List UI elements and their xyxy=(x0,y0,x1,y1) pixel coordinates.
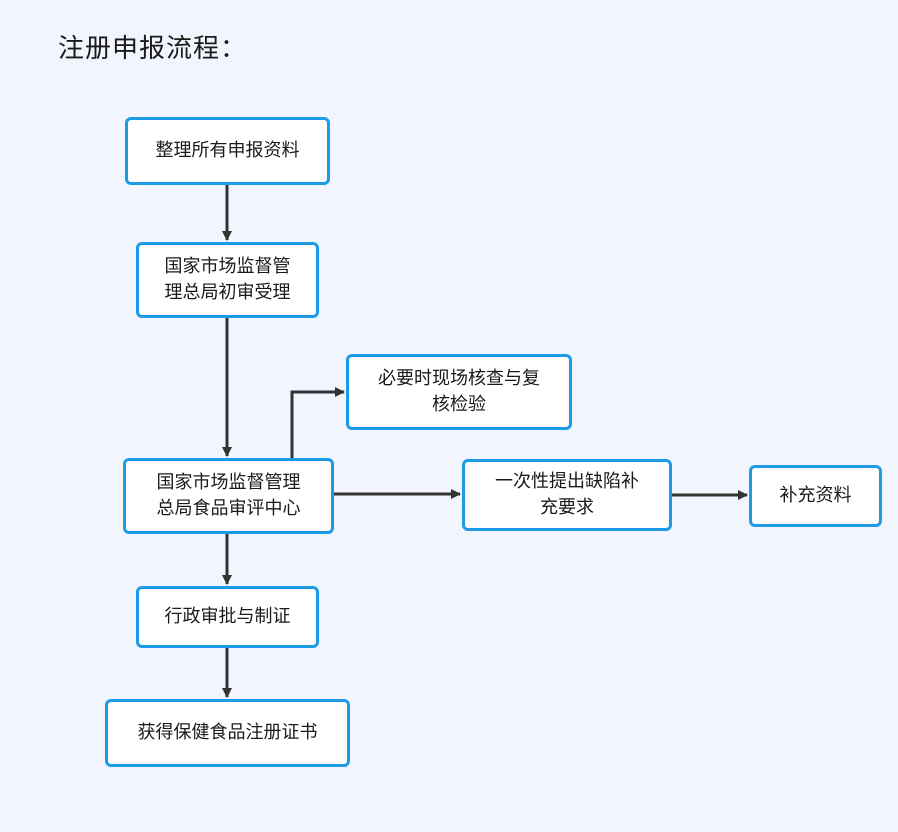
node-prepare-materials: 整理所有申报资料 xyxy=(125,117,330,185)
edge-n4-n3 xyxy=(290,387,345,458)
node-registration-certificate: 获得保健食品注册证书 xyxy=(105,699,350,767)
node-defect-request: 一次性提出缺陷补 充要求 xyxy=(462,459,672,531)
node-onsite-inspection: 必要时现场核查与复 核检验 xyxy=(346,354,572,430)
node-initial-review: 国家市场监督管 理总局初审受理 xyxy=(136,242,319,318)
node-evaluation-center: 国家市场监督管理 总局食品审评中心 xyxy=(123,458,334,534)
node-approval-certification: 行政审批与制证 xyxy=(136,586,319,648)
node-supplement-materials: 补充资料 xyxy=(749,465,882,527)
page-title: 注册申报流程： xyxy=(58,34,248,64)
